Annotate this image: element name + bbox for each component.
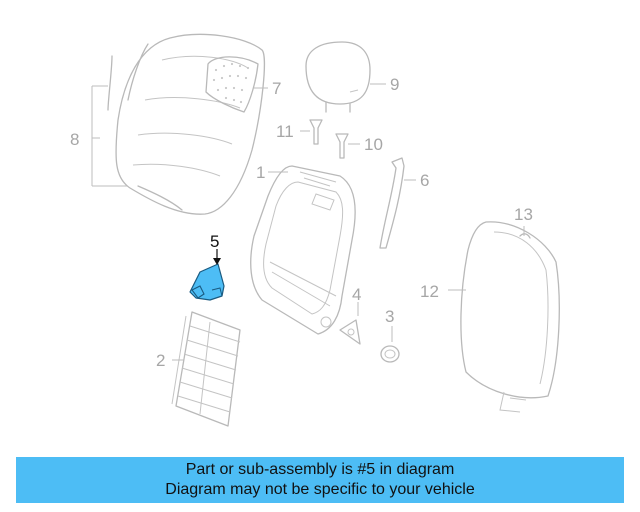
part-2-lumbar-mat[interactable] (171, 311, 241, 427)
callout-1: 1 (256, 163, 265, 182)
callout-12: 12 (420, 282, 439, 301)
callout-2: 2 (156, 351, 165, 370)
callout-5: 5 (210, 232, 219, 251)
part-10-guide[interactable] (335, 133, 360, 159)
info-banner: Part or sub-assembly is #5 in diagram Di… (16, 457, 624, 503)
callout-3: 3 (385, 307, 394, 326)
part-1-frame[interactable] (250, 165, 356, 335)
part-8-seatback-cover[interactable] (91, 33, 266, 215)
callout-10: 10 (364, 135, 383, 154)
callout-9: 9 (390, 75, 399, 94)
part-3-grommet[interactable] (380, 326, 400, 363)
callout-7: 7 (272, 79, 281, 98)
banner-line-1: Part or sub-assembly is #5 in diagram (185, 461, 455, 478)
callout-8: 8 (70, 130, 79, 149)
banner-line-2: Diagram may not be specific to your vehi… (165, 481, 475, 498)
part-9-headrest[interactable] (305, 41, 386, 113)
part-12-rear-panel[interactable] (448, 221, 560, 413)
callout-6: 6 (420, 171, 429, 190)
callout-13: 13 (514, 205, 533, 224)
part-5-bracket[interactable] (189, 249, 225, 301)
part-4-bracket[interactable] (339, 302, 361, 345)
callout-4: 4 (352, 285, 361, 304)
part-7-foam-pad[interactable] (205, 56, 268, 113)
callout-11: 11 (276, 122, 294, 141)
part-11-guide[interactable] (300, 119, 323, 145)
seat-parts-diagram: 8 7 9 11 10 (70, 33, 560, 427)
part-6-trim-strip[interactable] (379, 157, 416, 249)
